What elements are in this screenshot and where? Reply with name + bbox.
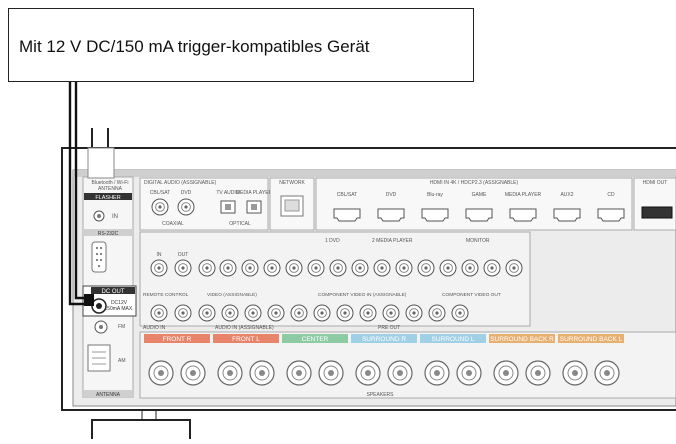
coaxial-label: COAXIAL bbox=[162, 221, 184, 227]
hdmi-in-label: DVD bbox=[386, 192, 397, 198]
coax-label: DVD bbox=[181, 190, 192, 196]
optical-label: OPTICAL bbox=[229, 221, 251, 227]
comp-dvd-label: 1 DVD bbox=[325, 238, 340, 244]
component-in-label: COMPONENT VIDEO IN (ASSIGNABLE) bbox=[318, 292, 407, 298]
dc-out-label: DC OUT bbox=[102, 289, 125, 295]
speaker-group-label: CENTER bbox=[302, 336, 329, 343]
antenna-label: ANTENNA bbox=[96, 392, 121, 398]
bt-antenna-base bbox=[88, 148, 114, 178]
hdmi-out-port bbox=[642, 207, 672, 218]
hdmi-in-label: AUX2 bbox=[560, 192, 573, 198]
comp-monitor-label: MONITOR bbox=[466, 238, 490, 244]
audio-in-assignable-label: AUDIO IN (ASSIGNABLE) bbox=[215, 325, 274, 331]
hdmi-out-label: HDMI OUT bbox=[643, 180, 668, 186]
remote-control-label: REMOTE CONTROL bbox=[143, 292, 189, 298]
hdmi-in-port bbox=[466, 209, 492, 221]
am-label: AM bbox=[118, 358, 126, 364]
speaker-group-label: SURROUND R bbox=[362, 336, 406, 343]
optical-label: MEDIA PLAYER bbox=[236, 190, 273, 196]
hdmi-in-port bbox=[554, 209, 580, 221]
video-component-block bbox=[140, 232, 530, 326]
digital-audio-label: DIGITAL AUDIO (ASSIGNABLE) bbox=[144, 180, 217, 186]
hdmi-in-port bbox=[598, 209, 624, 221]
callout-text: Mit 12 V DC/150 mA trigger-kompatibles G… bbox=[19, 37, 370, 57]
component-out-label: COMPONENT VIDEO OUT bbox=[442, 292, 501, 298]
hdmi-in-label: CBL/SAT bbox=[337, 192, 357, 198]
pre-out-label: PRE OUT bbox=[378, 325, 400, 331]
speaker-group-label: SURROUND BACK R bbox=[490, 336, 554, 343]
rs232c-label: RS-232C bbox=[98, 231, 119, 237]
trigger-device-callout: Mit 12 V DC/150 mA trigger-kompatibles G… bbox=[8, 8, 474, 82]
panel-top-strip bbox=[73, 170, 676, 177]
hdmi-in-label: Blu-ray bbox=[427, 192, 443, 198]
fm-label: FM bbox=[118, 324, 125, 330]
hdmi-in-port bbox=[422, 209, 448, 221]
dc-out-spec-2: 150mA MAX. bbox=[104, 306, 133, 312]
hdmi-in-label: HDMI IN 4K / HDCP2.3 (ASSIGNABLE) bbox=[430, 180, 519, 186]
ir-in-label: IN bbox=[157, 252, 162, 258]
hdmi-in-port bbox=[510, 209, 536, 221]
hdmi-in-label: CD bbox=[607, 192, 615, 198]
hdmi-in-label: GAME bbox=[472, 192, 487, 198]
trigger-plug bbox=[84, 294, 94, 306]
speaker-group-label: SURROUND L bbox=[432, 336, 475, 343]
hdmi-in-label: MEDIA PLAYER bbox=[505, 192, 542, 198]
hdmi-in-port bbox=[334, 209, 360, 221]
audio-in-label: AUDIO IN bbox=[143, 325, 166, 331]
hdmi-in-port bbox=[378, 209, 404, 221]
ir-out-label: OUT bbox=[178, 252, 189, 258]
speakers-label: SPEAKERS bbox=[367, 392, 395, 398]
video-label: VIDEO (ASSIGNABLE) bbox=[207, 292, 257, 298]
flasher-label: FLASHER bbox=[95, 195, 120, 201]
network-label: NETWORK bbox=[279, 180, 305, 186]
rs232c-port bbox=[92, 242, 106, 272]
bottom-foot bbox=[92, 420, 190, 439]
bt-antenna-label-2: ANTENNA bbox=[98, 186, 123, 192]
speaker-group-label: FRONT R bbox=[163, 336, 192, 343]
speaker-group-label: SURROUND BACK L bbox=[560, 336, 623, 343]
coax-label: CBL/SAT bbox=[150, 190, 170, 196]
flasher-in-label: IN bbox=[112, 214, 118, 220]
speaker-group-label: FRONT L bbox=[232, 336, 260, 343]
comp-mp-label: 2 MEDIA PLAYER bbox=[372, 238, 413, 244]
